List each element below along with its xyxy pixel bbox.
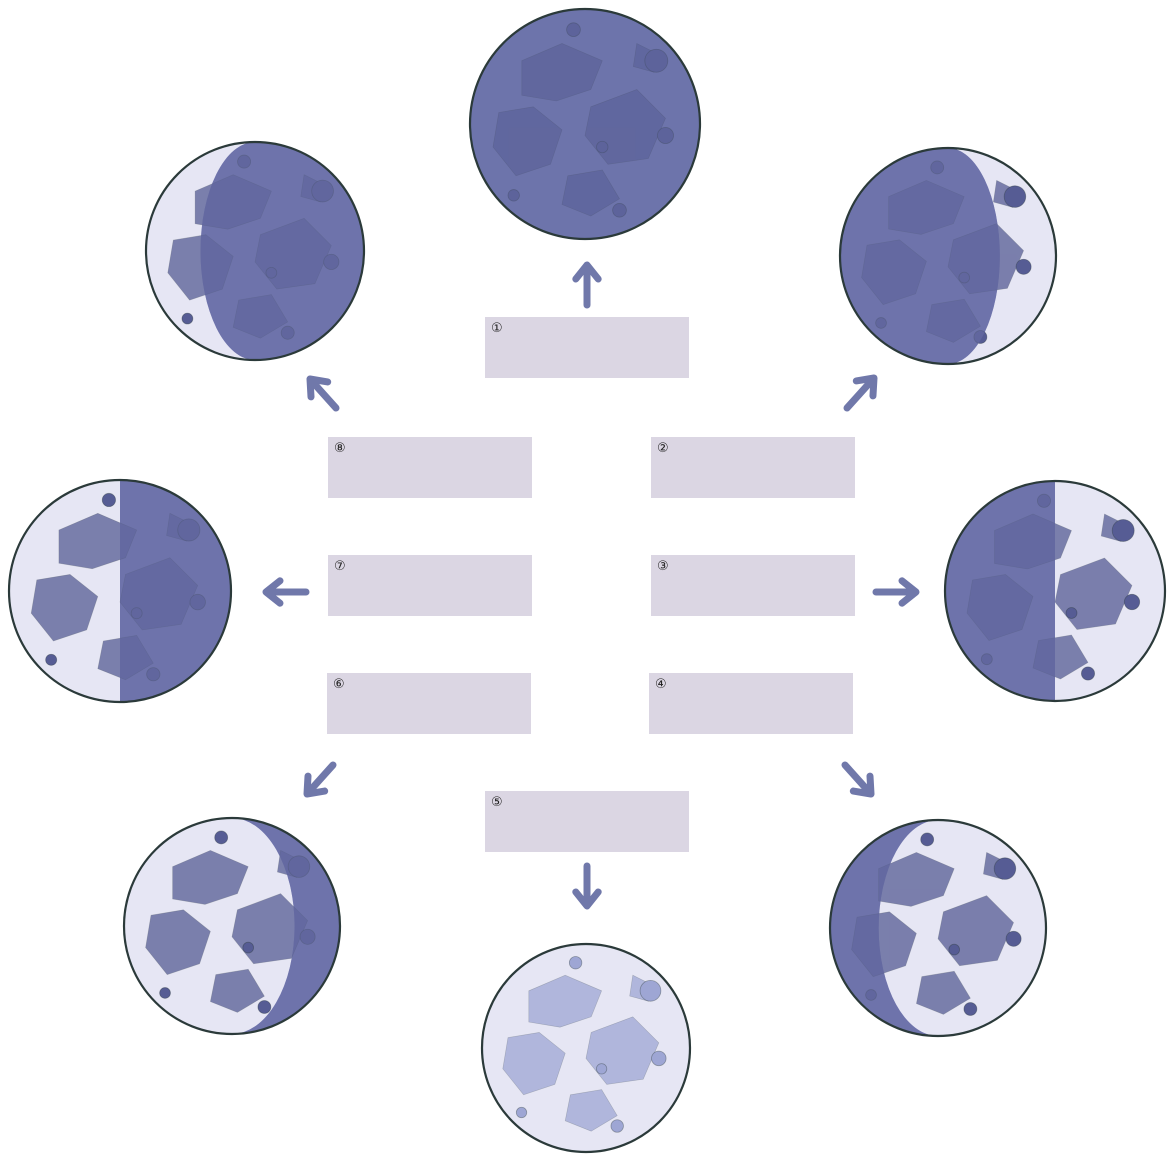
arrow-left-icon: [266, 581, 306, 603]
full-moon-icon: [482, 944, 690, 1152]
arrow-down-right-icon: [845, 765, 871, 794]
waxing-gibbous-icon: [830, 820, 1046, 1036]
new-moon-icon: [470, 9, 700, 239]
waning-crescent-icon: [146, 142, 364, 360]
arrow-up-left-icon: [310, 379, 336, 408]
first-quarter-icon: [945, 481, 1165, 701]
last-quarter-icon: [9, 480, 231, 702]
arrow-up-right-icon: [847, 378, 874, 408]
arrow-right-icon: [876, 581, 916, 603]
waxing-crescent-icon: [840, 148, 1056, 364]
arrow-down-left-icon: [307, 765, 333, 794]
waning-gibbous-icon: [124, 818, 340, 1034]
arrow-up-icon: [576, 265, 598, 305]
arrow-down-icon: [576, 866, 598, 906]
